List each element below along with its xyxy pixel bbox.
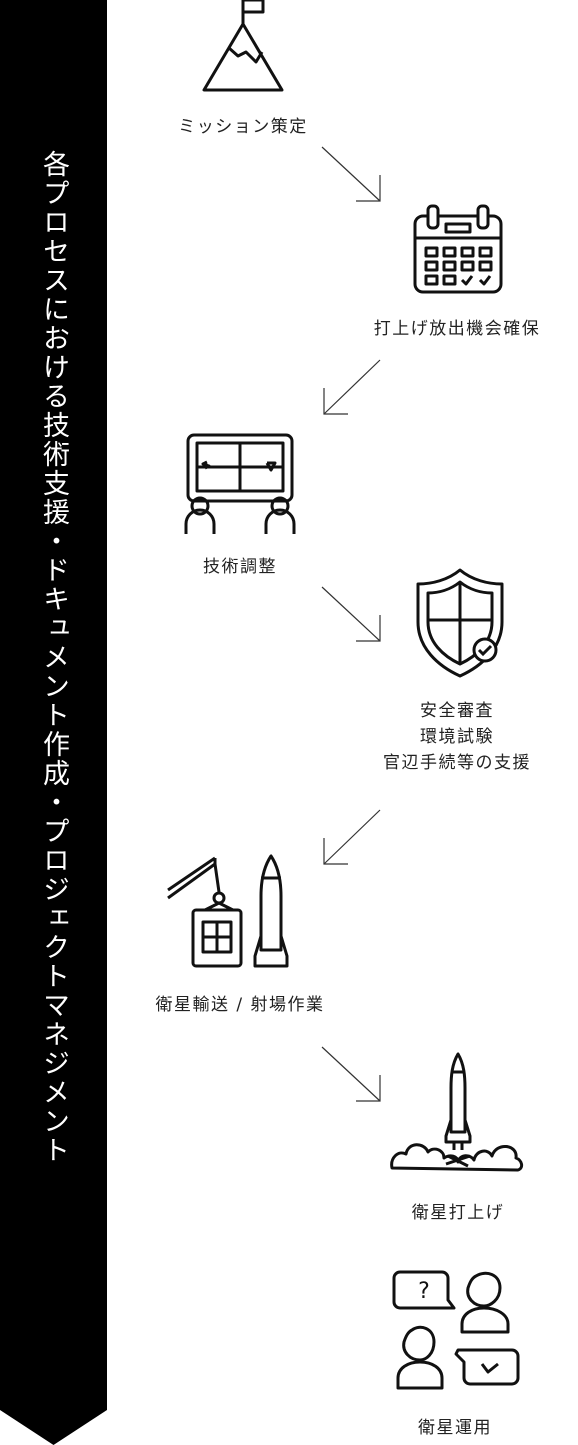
- question-mark-glyph: ?: [418, 1279, 430, 1304]
- step-label-line-3: 官辺手続等の支援: [383, 753, 531, 773]
- step-label: 技術調整: [203, 557, 277, 577]
- step-safety-review: 安全審査 環境試験 官辺手続等の支援: [352, 698, 562, 776]
- step-launch-opportunity: 打上げ放出機会確保: [352, 316, 562, 342]
- step-label: 衛星打上げ: [411, 1203, 505, 1223]
- step-label: 衛星運用: [418, 1418, 492, 1438]
- shield-icon: [416, 568, 504, 678]
- step-technical-coordination: 技術調整: [170, 554, 310, 580]
- step-label-line-1: 安全審査: [420, 701, 494, 721]
- meeting-board-icon: [184, 433, 296, 534]
- step-satellite-launch: 衛星打上げ: [380, 1200, 536, 1226]
- arrow-down-left-2: [323, 809, 381, 865]
- banner-shape: [0, 0, 107, 1445]
- step-mission-planning: ミッション策定: [160, 114, 326, 140]
- step-label: ミッション策定: [178, 117, 308, 137]
- rocket-launch-icon: [390, 1052, 524, 1172]
- step-label-line-2: 環境試験: [420, 727, 494, 747]
- step-label: 打上げ放出機会確保: [373, 319, 541, 339]
- step-satellite-transport: 衛星輸送 / 射場作業: [128, 992, 352, 1018]
- arrow-down-right-1: [321, 146, 381, 202]
- mountain-flag-icon: [202, 0, 284, 92]
- calendar-icon: [413, 204, 503, 294]
- step-satellite-operations: 衛星運用: [390, 1415, 520, 1441]
- banner-title: 各プロセスにおける技術支援・ドキュメント作成・プロジェクトマネジメント: [38, 150, 69, 1165]
- arrow-down-left-1: [323, 359, 381, 415]
- arrow-down-right-3: [321, 1046, 381, 1102]
- crane-rocket-icon: [167, 854, 289, 968]
- operators-chat-icon: ?: [392, 1270, 520, 1390]
- arrow-down-right-2: [321, 586, 381, 642]
- step-label: 衛星輸送 / 射場作業: [155, 995, 325, 1015]
- process-banner: 各プロセスにおける技術支援・ドキュメント作成・プロジェクトマネジメント: [0, 0, 107, 1445]
